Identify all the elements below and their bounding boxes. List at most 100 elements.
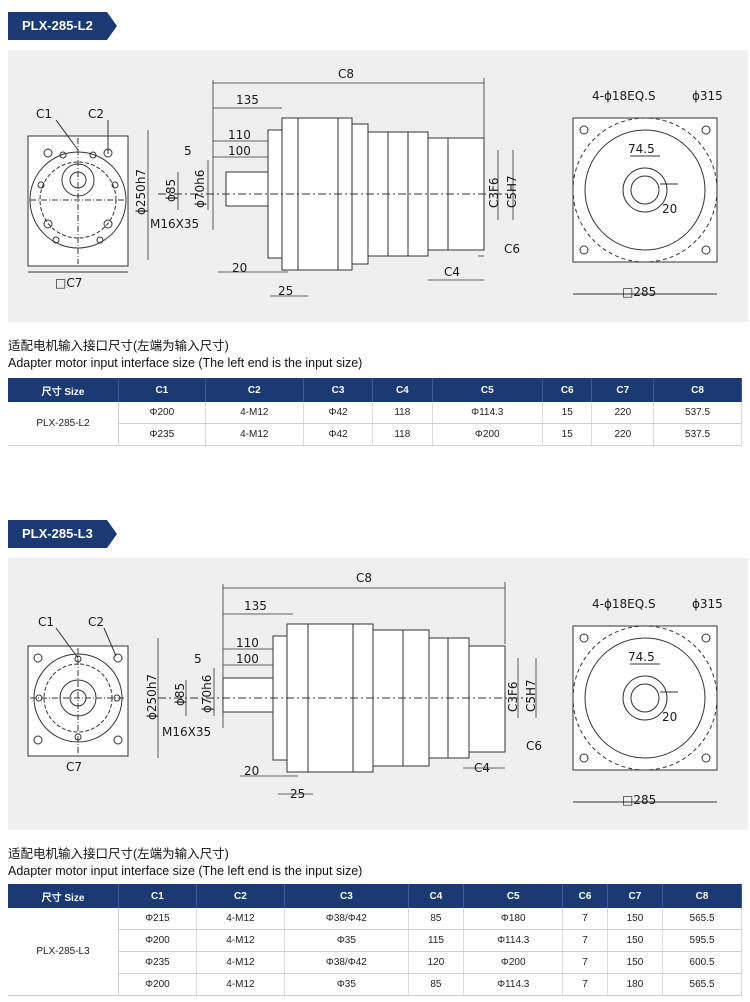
label-phi315: ϕ315: [692, 89, 723, 103]
dim-110: 110: [236, 636, 259, 650]
cell: 85: [408, 908, 465, 930]
section-plx-285-l3: PLX-285-L3 C1 C2 C7: [0, 470, 750, 1002]
cell: 4-M12: [196, 908, 286, 930]
size-table: 尺寸 Size C1 C2 C3 C4 C5 C6 C7 C8 PLX-285-…: [8, 884, 742, 996]
label-c7: □C7: [55, 276, 82, 290]
table-header-row: 尺寸 Size C1 C2 C3 C4 C5 C6 C7 C8: [8, 884, 742, 908]
table-row: Φ200 4-M12 Φ35 85 Φ114.3 7 180 565.5: [8, 973, 742, 996]
dim-20: 20: [244, 764, 259, 778]
section-plx-285-l2: PLX-285-L2 C1 C2: [0, 0, 750, 470]
size-table: 尺寸 Size C1 C2 C3 C4 C5 C6 C7 C8 PLX-285-…: [8, 378, 742, 446]
output-flange-view: [572, 625, 718, 803]
cell: Φ38/Φ42: [284, 908, 409, 930]
technical-drawing: C1 C2 □C7: [8, 50, 748, 322]
cell: 150: [607, 908, 664, 930]
cell: Φ200: [118, 402, 206, 424]
dim-20-key: 20: [662, 710, 677, 724]
label-c1: C1: [38, 615, 54, 629]
label-c2: C2: [88, 107, 104, 121]
model-cell: PLX-285-L2: [8, 402, 119, 446]
cell: Φ42: [303, 402, 374, 424]
dim-74-5: 74.5: [628, 142, 655, 156]
col-c5: C5: [463, 884, 564, 908]
cell: Φ35: [284, 973, 409, 996]
label-c1: C1: [36, 107, 52, 121]
cell: 7: [562, 973, 608, 996]
cell: 565.5: [662, 908, 742, 930]
caption-cn: 适配电机输入接口尺寸(左端为输入尺寸): [8, 339, 229, 353]
cell: Φ200: [463, 951, 564, 974]
dim-c5: C5H7: [505, 175, 519, 208]
table-row: PLX-285-L3 Φ215 4-M12 Φ38/Φ42 85 Φ180 7 …: [8, 908, 742, 996]
cell: Φ114.3: [432, 402, 543, 424]
dim-phi250: ϕ250h7: [134, 169, 148, 215]
cell: 537.5: [653, 423, 742, 446]
cell: 115: [408, 929, 465, 952]
dim-c3: C3F6: [487, 177, 501, 208]
dim-m16: M16X35: [150, 217, 199, 231]
cell: Φ200: [118, 929, 197, 952]
caption: 适配电机输入接口尺寸(左端为输入尺寸) Adapter motor input …: [8, 846, 362, 880]
cell: Φ200: [118, 973, 197, 996]
cell: 118: [372, 402, 433, 424]
col-size: 尺寸 Size: [8, 378, 119, 402]
dim-25: 25: [278, 284, 293, 298]
dim-phi85: ϕ85: [173, 683, 187, 706]
dim-100: 100: [236, 652, 259, 666]
cell: 15: [542, 402, 593, 424]
dim-5: 5: [194, 652, 202, 666]
cell: 4-M12: [196, 973, 286, 996]
table-row: Φ200 4-M12 Φ35 115 Φ114.3 7 150 595.5: [8, 929, 742, 952]
cell: 7: [562, 908, 608, 930]
cell: Φ35: [284, 929, 409, 952]
cell: Φ215: [118, 908, 197, 930]
input-end-view: [27, 119, 129, 273]
label-phi315: ϕ315: [692, 597, 723, 611]
cell: 4-M12: [205, 423, 304, 446]
cell: 537.5: [653, 402, 742, 424]
label-holes: 4-ϕ18EQ.S: [592, 89, 656, 103]
cell: 595.5: [662, 929, 742, 952]
cell: 220: [591, 402, 655, 424]
cell: 4-M12: [196, 929, 286, 952]
output-flange-view: [572, 117, 718, 295]
dim-phi85: ϕ85: [164, 179, 178, 202]
cell: Φ235: [118, 951, 197, 974]
model-tag: PLX-285-L2: [8, 12, 117, 40]
table-row: Φ235 4-M12 Φ42 118 Φ200 15 220 537.5: [8, 423, 742, 446]
cell: Φ42: [303, 423, 374, 446]
dim-c4: C4: [474, 761, 490, 775]
dim-110: 110: [228, 128, 251, 142]
cell: 15: [542, 423, 593, 446]
cell: 220: [591, 423, 655, 446]
cell: 4-M12: [205, 402, 304, 424]
col-c7: C7: [607, 884, 664, 908]
dim-c6: C6: [504, 242, 520, 256]
col-c3: C3: [303, 378, 374, 402]
side-view: [158, 623, 528, 773]
cell: 180: [607, 973, 664, 996]
dim-phi250: ϕ250h7: [145, 674, 159, 720]
col-c8: C8: [653, 378, 742, 402]
caption-en: Adapter motor input interface size (The …: [8, 356, 363, 370]
dim-c5: C5H7: [524, 679, 538, 712]
cell: 150: [607, 929, 664, 952]
col-c1: C1: [118, 378, 206, 402]
label-c2: C2: [88, 615, 104, 629]
cell: 118: [372, 423, 433, 446]
dim-phi70: ϕ70h6: [193, 170, 207, 208]
input-end-view: [27, 627, 129, 757]
dim-74-5: 74.5: [628, 650, 655, 664]
dim-c3: C3F6: [506, 681, 520, 712]
cell: 4-M12: [196, 951, 286, 974]
cell: 7: [562, 929, 608, 952]
col-c5: C5: [432, 378, 543, 402]
dim-100: 100: [228, 144, 251, 158]
col-c2: C2: [196, 884, 286, 908]
label-c7: C7: [66, 760, 82, 774]
col-c2: C2: [205, 378, 304, 402]
cell: 120: [408, 951, 465, 974]
cell: Φ38/Φ42: [284, 951, 409, 974]
dim-sq285: □285: [622, 285, 656, 299]
col-c6: C6: [562, 884, 608, 908]
